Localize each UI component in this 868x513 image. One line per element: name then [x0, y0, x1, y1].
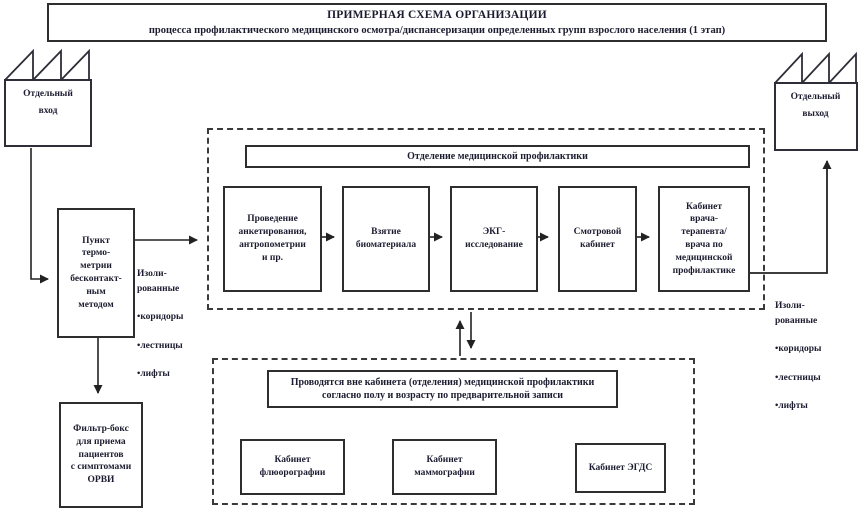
list-item: лифты [137, 367, 207, 381]
external-rooms-panel [212, 358, 695, 505]
entrance-label: Отдельный вход [23, 89, 73, 116]
factory-roof-icon [4, 48, 92, 147]
isolated-right-note: Изоли- рованные коридоры лестницы лифты [775, 285, 850, 428]
page-title: ПРИМЕРНАЯ СХЕМА ОРГАНИЗАЦИИ [327, 8, 547, 21]
exit-building: Отдельный выход [774, 50, 859, 151]
arrow-entrance-to-thermometry [30, 148, 49, 284]
external-rooms-header: Проводятся вне кабинета (отделения) меди… [267, 370, 618, 408]
step-box-exam-room: Смотровой кабинет [558, 186, 637, 292]
room-box-mammography: Кабинет маммографии [392, 439, 497, 495]
list-item: лестницы [137, 339, 207, 353]
step-label: Смотровой кабинет [573, 227, 622, 250]
filter-box: Фильтр-бокс для приема пациентов с симпт… [59, 402, 143, 508]
step-label: Взятие биоматериала [355, 227, 417, 250]
list-item: лифты [775, 399, 850, 413]
room-box-egds: Кабинет ЭГДС [575, 443, 666, 493]
list-item: коридоры [137, 310, 207, 324]
list-item: коридоры [775, 342, 850, 356]
step-label: Проведение анкетирования, антропометрии … [238, 214, 307, 263]
room-box-fluorography: Кабинет флюорографии [240, 439, 345, 495]
isolated-right-title: Изоли- рованные [775, 301, 818, 326]
external-rooms-header-label: Проводятся вне кабинета (отделения) меди… [290, 376, 595, 402]
thermometry-box: Пункт термо- метрии бесконтакт- ным мето… [57, 208, 135, 338]
thermometry-label: Пункт термо- метрии бесконтакт- ным мето… [70, 235, 122, 310]
filter-box-label: Фильтр-бокс для приема пациентов с симпт… [70, 423, 132, 486]
exit-label: Отдельный выход [790, 92, 841, 119]
step-box-ecg: ЭКГ- исследование [450, 186, 538, 292]
step-box-therapist: Кабинет врача- терапевта/ врача по медиц… [658, 186, 750, 292]
step-box-biomaterial: Взятие биоматериала [342, 186, 430, 292]
factory-roof-icon [774, 51, 858, 151]
step-label: Кабинет врача- терапевта/ врача по медиц… [672, 201, 736, 276]
isolated-left-title: Изоли- рованные [137, 269, 180, 294]
entrance-building: Отдельный вход [4, 48, 93, 148]
title-box: ПРИМЕРНАЯ СХЕМА ОРГАНИЗАЦИИ процесса про… [47, 3, 827, 42]
list-item: лестницы [775, 371, 850, 385]
room-label: Кабинет ЭГДС [588, 462, 653, 473]
prevention-department-header: Отделение медицинской профилактики [245, 145, 750, 168]
step-box-survey: Проведение анкетирования, антропометрии … [223, 186, 322, 292]
page-subtitle: процесса профилактического медицинского … [148, 25, 726, 37]
step-label: ЭКГ- исследование [465, 227, 523, 250]
room-label: Кабинет маммографии [414, 455, 475, 478]
isolated-left-note: Изоли- рованные коридоры лестницы лифты [137, 253, 207, 396]
room-label: Кабинет флюорографии [259, 455, 326, 478]
prevention-department-header-label: Отделение медицинской профилактики [407, 150, 588, 162]
